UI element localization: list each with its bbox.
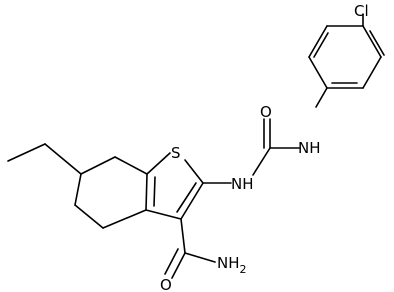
bond-c6-ch2: [44, 143, 82, 175]
chlorophenyl-ring: [308, 25, 385, 89]
atom-label-nh2-subscript: 2: [240, 263, 247, 276]
bond-ar5-double: [313, 32, 329, 58]
cyclohexene-ring: [74, 156, 148, 229]
bond-amide-co-double: [164, 248, 179, 275]
bond-amide-co: [171, 252, 186, 279]
bond-c3-c2: [180, 182, 204, 220]
atom-label-cl: Cl: [354, 2, 369, 20]
bond-c7a-c7: [114, 156, 148, 175]
atom-label-o-amide: O: [160, 276, 172, 292]
bond-ar1-double: [369, 30, 385, 56]
bond-c3-amide-c: [180, 218, 186, 254]
bond-ch2-ch3: [7, 143, 46, 162]
bond-c7-c6: [80, 156, 116, 175]
bond-c4-c3a: [102, 209, 147, 229]
bond-c3a-c3: [145, 209, 182, 220]
atom-label-nh2: NH2: [217, 254, 247, 276]
bond-c7a-c3a: [145, 173, 148, 211]
bond-ar2: [362, 56, 382, 89]
bond-carbonyl-nh: [252, 147, 271, 176]
atom-label-nh-aryl: NH: [298, 139, 321, 157]
bond-c5-c4: [74, 204, 104, 229]
atom-label-o-urea: O: [260, 103, 272, 121]
thiophene-ring: [145, 152, 204, 220]
atom-label-nh2-main: NH: [217, 254, 240, 272]
bond-c3-c2-double: [176, 182, 197, 213]
bond-c7a-c3a-double: [153, 176, 156, 207]
bond-c6-c5: [74, 173, 82, 206]
atom-label-s: S: [171, 144, 181, 162]
bond-aryl-nh: [315, 87, 328, 108]
bond-c2-s: [184, 159, 204, 184]
bond-ar4: [308, 56, 328, 89]
bond-s-c7a: [146, 152, 171, 175]
bond-ar5: [308, 25, 328, 58]
bond-ar1: [362, 25, 382, 58]
atom-label-nh-thiophene: NH: [231, 175, 254, 193]
bond-amide-c-n: [184, 252, 216, 263]
